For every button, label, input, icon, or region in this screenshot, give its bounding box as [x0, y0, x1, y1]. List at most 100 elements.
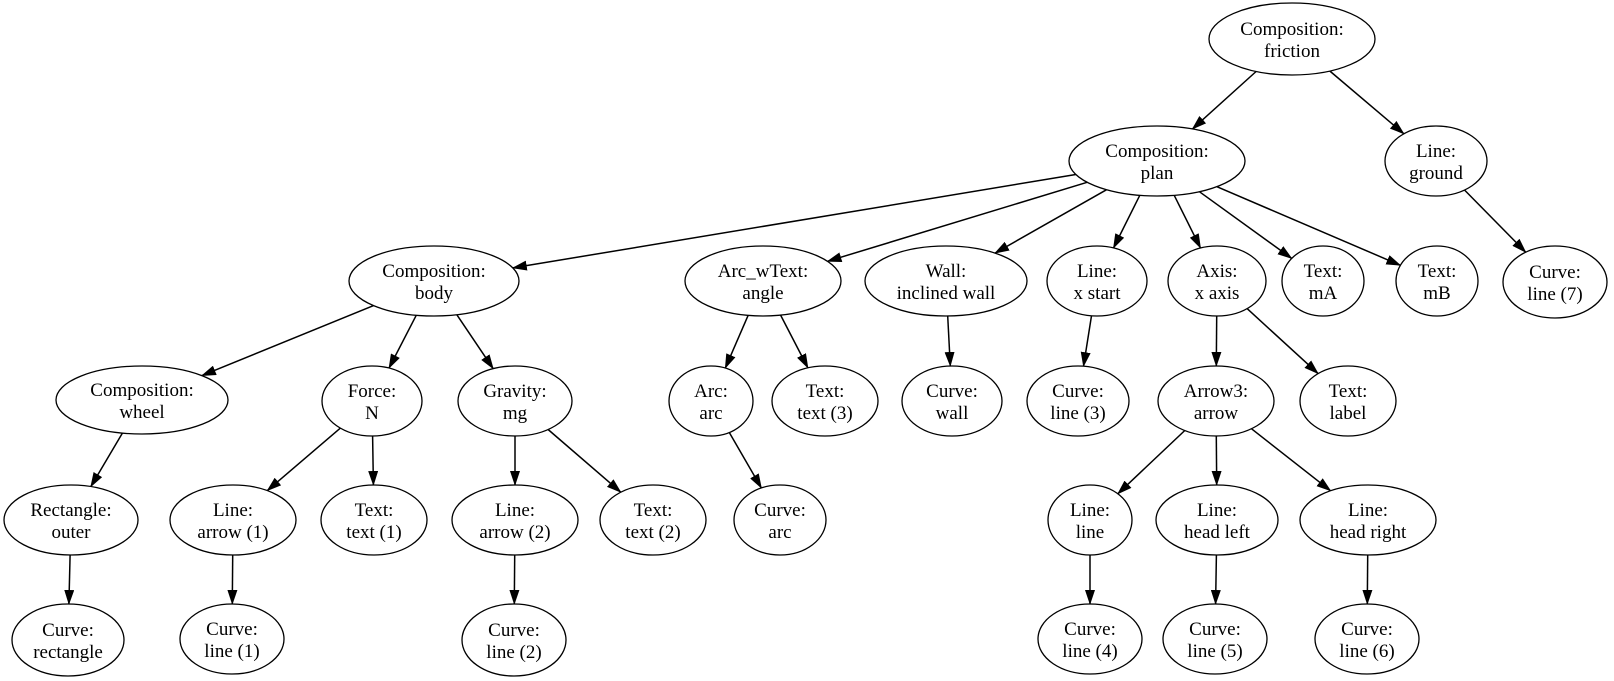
friction-ellipse	[1208, 2, 1376, 76]
node-line7: Curve:line (7)	[1502, 245, 1608, 319]
arrow1-ellipse	[169, 484, 297, 556]
node-gravity: Gravity:mg	[457, 365, 573, 437]
edge-angle-to-text3	[779, 314, 809, 369]
edge-head_left-to-line5	[1210, 554, 1221, 605]
line_line-label: Line:line	[1070, 500, 1110, 543]
head_left-type-text: Line:	[1197, 500, 1237, 521]
node-text1: Text:text (1)	[320, 484, 428, 556]
edge-plan-to-mB	[1216, 186, 1402, 266]
line6-ellipse	[1314, 603, 1420, 675]
edge-gravity-to-text2	[547, 428, 622, 493]
mA-type-text: Text:	[1304, 261, 1343, 282]
edge-arrow3-to-line_line	[1117, 429, 1186, 495]
ground-label: Line:ground	[1409, 141, 1463, 184]
edge-plan-to-x_axis	[1173, 194, 1202, 249]
line4-type-text: Curve:	[1064, 619, 1116, 640]
text1-type-text: Text:	[355, 500, 394, 521]
body-ellipse	[348, 245, 520, 317]
edge-plan-to-mA	[1198, 191, 1293, 260]
rect_outer-ellipse	[3, 484, 139, 556]
angle-type-text: Arc_wText:	[718, 261, 808, 282]
edge-force_n-to-text1	[368, 435, 379, 486]
line5-ellipse	[1162, 603, 1268, 675]
curve_arc-ellipse	[733, 484, 827, 556]
gravity-label: Gravity:mg	[483, 381, 546, 424]
arrow3-label: Arrow3:arrow	[1184, 381, 1248, 424]
label-label: Text:label	[1329, 381, 1368, 424]
wheel-label: Composition:wheel	[90, 380, 193, 423]
line3-type-text: Curve:	[1052, 381, 1104, 402]
line5-name-text: line (5)	[1187, 641, 1242, 662]
node-wall: Wall:inclined wall	[864, 245, 1028, 317]
arc-name-text: arc	[699, 403, 722, 424]
line7-type-text: Curve:	[1529, 262, 1581, 283]
wheel-name-text: wheel	[119, 402, 164, 423]
arrow2-name-text: arrow (2)	[479, 522, 550, 543]
line2-type-text: Curve:	[488, 620, 540, 641]
arrow2-ellipse	[451, 484, 579, 556]
edge-arc-to-curve_arc	[728, 432, 763, 489]
node-line4: Curve:line (4)	[1037, 603, 1143, 675]
node-line1: Curve:line (1)	[179, 603, 285, 675]
curve_rect-name-text: rectangle	[33, 642, 103, 663]
node-head_left: Line:head left	[1155, 484, 1279, 556]
text1-label: Text:text (1)	[346, 500, 401, 543]
rect_outer-type-text: Rectangle:	[30, 500, 111, 521]
angle-label: Arc_wText:angle	[718, 261, 808, 304]
node-arc: Arc:arc	[668, 365, 754, 437]
line6-label: Curve:line (6)	[1339, 619, 1394, 662]
rect_outer-label: Rectangle:outer	[30, 500, 111, 543]
text2-type-text: Text:	[634, 500, 673, 521]
text2-name-text: text (2)	[625, 522, 680, 543]
edge-plan-to-x_start	[1112, 194, 1141, 249]
mA-name-text: mA	[1309, 283, 1338, 304]
node-text3: Text:text (3)	[771, 365, 879, 437]
text2-label: Text:text (2)	[625, 500, 680, 543]
node-x_start: Line:x start	[1046, 245, 1148, 317]
line7-ellipse	[1502, 245, 1608, 319]
wall-type-text: Wall:	[926, 261, 967, 282]
line3-ellipse	[1026, 365, 1130, 437]
node-angle: Arc_wText:angle	[684, 245, 842, 317]
line_line-ellipse	[1047, 484, 1133, 556]
arrow1-type-text: Line:	[213, 500, 253, 521]
line4-label: Curve:line (4)	[1062, 619, 1117, 662]
ground-name-text: ground	[1409, 163, 1463, 184]
force_n-name-text: N	[365, 403, 379, 424]
arrow3-type-text: Arrow3:	[1184, 381, 1248, 402]
line2-ellipse	[461, 603, 567, 677]
plan-ellipse	[1068, 125, 1246, 197]
line2-name-text: line (2)	[486, 642, 541, 663]
friction-name-text: friction	[1264, 41, 1320, 62]
edge-force_n-to-arrow1	[266, 427, 341, 492]
edge-body-to-gravity	[456, 314, 494, 370]
curve_wall-type-text: Curve:	[926, 381, 978, 402]
edge-friction-to-ground	[1329, 70, 1405, 135]
head_left-label: Line:head left	[1184, 500, 1251, 543]
mB-name-text: mB	[1423, 283, 1450, 304]
mB-ellipse	[1395, 245, 1479, 317]
node-head_right: Line:head right	[1299, 484, 1437, 556]
arrow3-name-text: arrow	[1194, 403, 1239, 424]
node-rect_outer: Rectangle:outer	[3, 484, 139, 556]
angle-name-text: angle	[742, 283, 783, 304]
node-arrow3: Arrow3:arrow	[1157, 365, 1275, 437]
x_start-name-text: x start	[1074, 283, 1122, 304]
nodes-layer: Composition:frictionComposition:planLine…	[3, 2, 1608, 677]
text3-type-text: Text:	[806, 381, 845, 402]
plan-type-text: Composition:	[1105, 141, 1208, 162]
node-mB: Text:mB	[1395, 245, 1479, 317]
edge-ground-to-line7	[1463, 189, 1527, 253]
curve_rect-ellipse	[11, 603, 125, 677]
head_right-type-text: Line:	[1348, 500, 1388, 521]
text3-ellipse	[771, 365, 879, 437]
arc-type-text: Arc:	[694, 381, 728, 402]
force_n-type-text: Force:	[348, 381, 397, 402]
arrow2-label: Line:arrow (2)	[479, 500, 550, 543]
node-wheel: Composition:wheel	[55, 365, 229, 435]
angle-ellipse	[684, 245, 842, 317]
curve_wall-name-text: wall	[936, 403, 969, 424]
force_n-ellipse	[321, 365, 423, 437]
